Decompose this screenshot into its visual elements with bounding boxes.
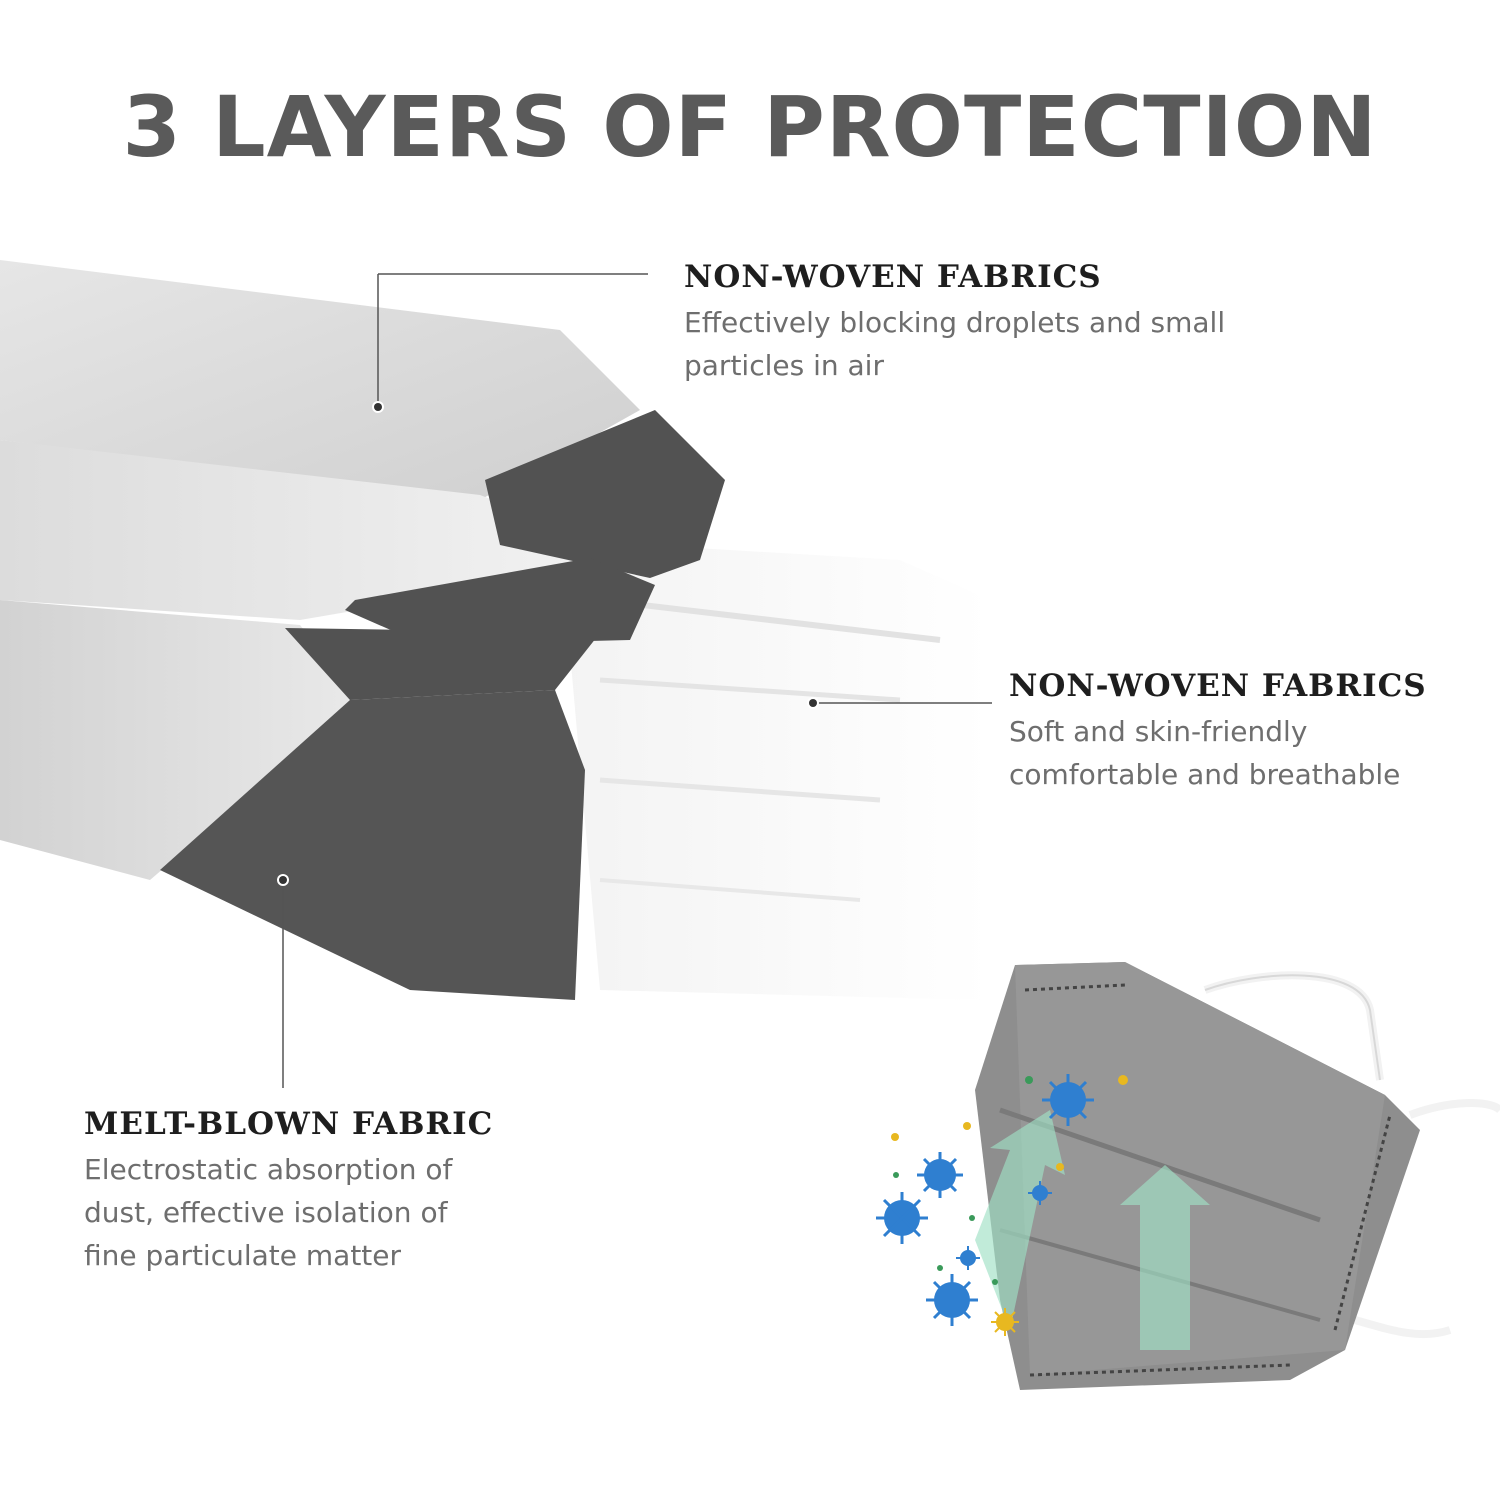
virus-yellow [1056, 1163, 1064, 1171]
description-line: Electrostatic absorption of [84, 1153, 453, 1186]
layer-title: NON-WOVEN FABRICS [1009, 668, 1427, 704]
virus-green [893, 1172, 899, 1178]
virus-blue [926, 1274, 978, 1326]
lower-fabric [0, 600, 360, 880]
virus-yellow [1118, 1075, 1128, 1085]
layer-title: MELT-BLOWN FABRIC [84, 1106, 494, 1142]
pointer-layer-1 [372, 273, 648, 413]
pointer-layer-2 [807, 697, 992, 709]
virus-yellow [963, 1122, 971, 1130]
top-fabric [0, 260, 640, 500]
virus-yellow [891, 1133, 899, 1141]
virus-green [969, 1215, 975, 1221]
layer-description: Soft and skin-friendly comfortable and b… [1009, 710, 1489, 796]
layer-description: Electrostatic absorption of dust, effect… [84, 1148, 544, 1277]
middle-fabric [0, 440, 650, 620]
callout-middle-layer: MELT-BLOWN FABRIC Electrostatic absorpti… [84, 1106, 544, 1277]
virus-green [937, 1265, 943, 1271]
white-layer [560, 540, 990, 1000]
callout-outer-layer: NON-WOVEN FABRICS Effectively blocking d… [684, 259, 1384, 387]
face-mask-illustration [975, 962, 1500, 1390]
pointer-layer-3 [277, 874, 289, 1088]
virus-blue [956, 1246, 980, 1270]
virus-yellow [991, 1308, 1019, 1336]
virus-blue [1042, 1074, 1094, 1126]
virus-blue [1028, 1181, 1052, 1205]
virus-green [992, 1279, 998, 1285]
virus-green [1025, 1076, 1033, 1084]
description-line: fine particulate matter [84, 1239, 402, 1272]
description-line: particles in air [684, 349, 884, 382]
headline: 3 LAYERS OF PROTECTION [122, 78, 1378, 176]
description-line: Soft and skin-friendly [1009, 715, 1308, 748]
virus-blue [876, 1192, 928, 1244]
melt-blown-strips [160, 410, 725, 1000]
description-line: comfortable and breathable [1009, 758, 1401, 791]
virus-blue [917, 1152, 963, 1198]
virus-particles [876, 1074, 1128, 1336]
callout-inner-layer: NON-WOVEN FABRICS Soft and skin-friendly… [1009, 668, 1489, 796]
layer-description: Effectively blocking droplets and small … [684, 301, 1384, 387]
description-line: dust, effective isolation of [84, 1196, 448, 1229]
layer-title: NON-WOVEN FABRICS [684, 259, 1102, 295]
description-line: Effectively blocking droplets and small [684, 306, 1226, 339]
